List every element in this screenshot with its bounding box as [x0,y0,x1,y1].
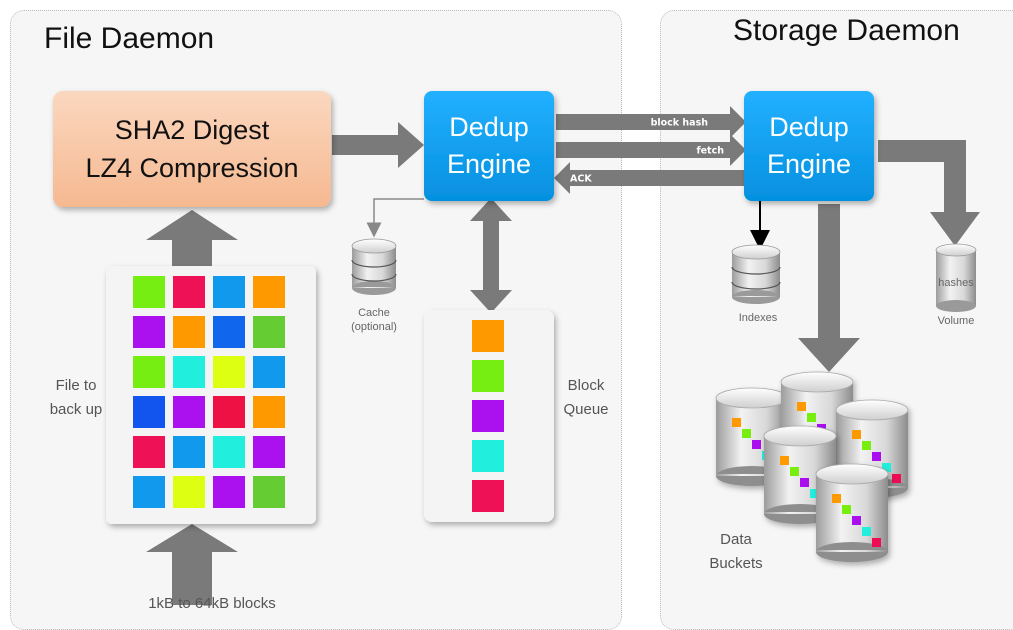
data-buckets-icon [715,371,909,562]
indexes-database-icon [731,244,781,304]
arrow-file-to-sha [146,210,238,268]
bucket-stripe-block [882,463,891,472]
bucket-stripe-block [732,418,741,427]
data-buckets-label: Data Buckets [709,531,763,572]
file-block [173,276,205,308]
bucket-stripe-block [862,527,871,536]
fd-dedup-text: Dedup Engine [424,109,554,183]
cache-connector [366,198,424,238]
bucket-stripe-block [842,505,851,514]
file-block [133,396,165,428]
arrow-sd-to-buckets [798,204,860,372]
arrow-sha-to-dedup [332,122,424,168]
file-block [133,356,165,388]
storage-daemon-title: Storage Daemon [733,14,960,47]
arrow-dedup-queue [470,198,512,313]
file-block [253,316,285,348]
file-block [213,276,245,308]
fd-dedup-line-2: Engine [446,149,532,179]
bucket-stripe-block [807,413,816,422]
block-size-label: 1kB to 64kB blocks [148,595,276,612]
fd-dedup-engine [424,91,554,201]
bucket-stripe-block [780,456,789,465]
fd-dedup-line-1: Dedup [449,112,529,142]
file-block [173,316,205,348]
bucket-stripe-block [862,441,871,450]
sd-dedup-text: Dedup Engine [744,109,874,183]
file-block [173,356,205,388]
arrow-sd-to-volume [878,140,980,246]
file-block [253,356,285,388]
bucket-stripe-block [742,429,751,438]
file-daemon-title: File Daemon [44,22,215,55]
queue-block [472,360,504,392]
bucket-stripe-block [872,538,881,547]
sha-box [53,91,331,207]
block-hash-label: block hash [651,118,709,129]
arrows [146,106,980,605]
file-block [253,436,285,468]
volume-database-icon [935,243,977,312]
indexes-label: Indexes [738,312,778,324]
queue-block [472,320,504,352]
queue-block [472,480,504,512]
bucket-stripe-block [852,430,861,439]
file-block [133,476,165,508]
file-block [173,436,205,468]
block-queue-label: Block Queue [563,377,609,418]
fetch-label: fetch [696,146,724,157]
arrow-fetch [556,134,746,166]
dedup-diagram: block hash fetch ACK [53,91,980,605]
arrow-blocks-to-file [146,524,238,605]
sha-line-2: LZ4 Compression [85,153,299,183]
ack-label: ACK [570,174,592,185]
bucket-stripe-block [852,516,861,525]
queue-block [472,400,504,432]
file-block [173,396,205,428]
arrow-ack [554,162,744,194]
sd-dedup-engine [744,91,874,201]
file-block [173,476,205,508]
sha-line-1: SHA2 Digest [114,115,270,145]
file-block [213,476,245,508]
bucket-stripe-block [790,467,799,476]
file-block [253,396,285,428]
bucket-stripe-block [810,489,819,498]
file-block [253,476,285,508]
queue-blocks [472,320,504,512]
queue-block [472,440,504,472]
file-block [133,316,165,348]
sd-dedup-line-2: Engine [766,149,852,179]
bucket-stripe-block [752,440,761,449]
file-block [213,356,245,388]
bucket-stripe-block [800,478,809,487]
file-block [253,276,285,308]
volume-label: Volume [937,315,975,327]
bucket-stripe-block [797,402,806,411]
sha-box-text: SHA2 Digest LZ4 Compression [53,111,331,187]
arrow-block-hash [556,106,746,138]
cache-database-icon [351,238,397,295]
file-block [133,276,165,308]
bucket-stripe-block [832,494,841,503]
file-to-back-up-label: File to back up [49,377,103,418]
bucket-stripe-block [892,474,901,483]
file-block [213,316,245,348]
file-blocks [133,276,285,508]
sd-dedup-line-1: Dedup [769,112,849,142]
file-block [213,396,245,428]
file-block [213,436,245,468]
hashes-label: hashes [938,277,974,289]
bucket-stripe-block [872,452,881,461]
data-bucket [815,463,889,562]
cache-label: Cache (optional) [351,307,397,333]
file-block [133,436,165,468]
